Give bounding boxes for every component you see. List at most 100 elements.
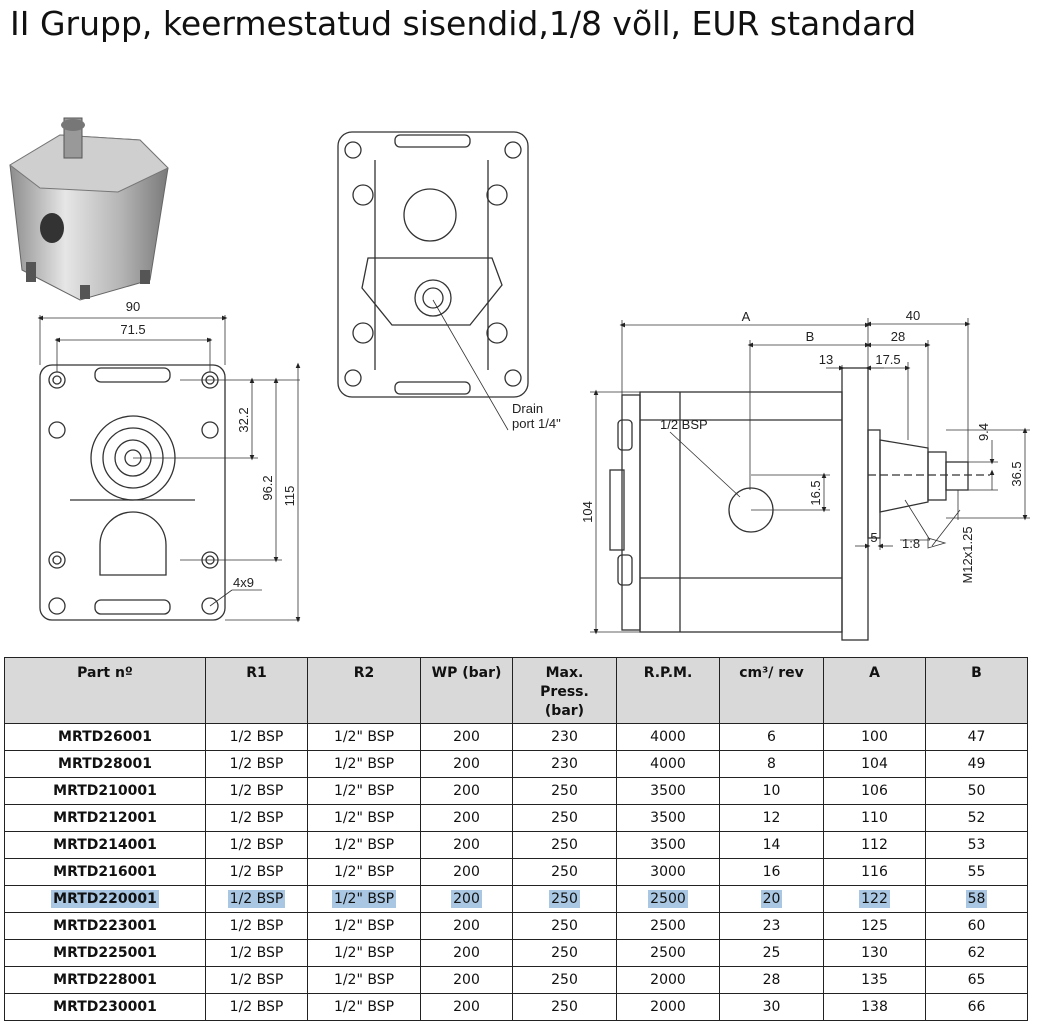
cell-text: 58 [965, 890, 988, 908]
cell-text: 1/2 BSP [229, 864, 284, 880]
cell-text: 200 [453, 972, 480, 988]
col-header-a: A [823, 657, 926, 724]
dim-17-5: 17.5 [875, 352, 900, 367]
table-header-row: Part nº R1 R2 WP (bar) Max. Press. (bar)… [4, 657, 1028, 724]
cell-text: 49 [967, 756, 986, 772]
col-header-r1: R1 [205, 657, 308, 724]
cell-displacement: 12 [719, 804, 824, 832]
cell-text: 1/2 BSP [229, 999, 284, 1015]
cell-text: MRTD210001 [53, 783, 157, 799]
cell-wp: 200 [420, 831, 513, 859]
cell-b: 49 [925, 750, 1028, 778]
cell-part: MRTD220001 [4, 885, 206, 913]
cell-text: 200 [453, 999, 480, 1015]
cell-text: 112 [861, 837, 888, 853]
cell-part: MRTD26001 [4, 723, 206, 751]
cell-part: MRTD210001 [4, 777, 206, 805]
cell-b: 50 [925, 777, 1028, 805]
cell-part: MRTD216001 [4, 858, 206, 886]
technical-drawing: 90 71.5 32.2 96.2 115 4x9 Drain port 1/4… [0, 100, 1041, 655]
front-view [39, 364, 226, 621]
cell-text: MRTD216001 [53, 864, 157, 880]
cell-r2: 1/2" BSP [307, 777, 421, 805]
cell-rpm: 4000 [616, 723, 720, 751]
pump-photo [9, 117, 169, 301]
cell-max-press: 250 [512, 939, 617, 967]
cell-a: 122 [823, 885, 926, 913]
cell-max-press: 250 [512, 804, 617, 832]
cell-text: 1/2" BSP [333, 864, 395, 880]
cell-part: MRTD28001 [4, 750, 206, 778]
cell-text: MRTD223001 [53, 918, 157, 934]
cell-displacement: 25 [719, 939, 824, 967]
cell-text: 2500 [648, 890, 688, 908]
cell-text: 55 [967, 864, 986, 880]
cell-wp: 200 [420, 993, 513, 1021]
page-title: II Grupp, keermestatud sisendid,1/8 võll… [10, 4, 917, 43]
cell-text: 200 [453, 918, 480, 934]
cell-text: MRTD230001 [53, 999, 157, 1015]
cell-b: 62 [925, 939, 1028, 967]
cell-r2: 1/2" BSP [307, 966, 421, 994]
cell-text: 116 [861, 864, 888, 880]
cell-text: MRTD228001 [53, 972, 157, 988]
cell-text: 1/2 BSP [229, 837, 284, 853]
cell-text: 200 [453, 864, 480, 880]
cell-rpm: 4000 [616, 750, 720, 778]
cell-a: 135 [823, 966, 926, 994]
cell-max-press: 250 [512, 966, 617, 994]
cell-wp: 200 [420, 939, 513, 967]
cell-r2: 1/2" BSP [307, 912, 421, 940]
cell-text: 62 [967, 945, 986, 961]
cell-displacement: 6 [719, 723, 824, 751]
cell-text: 6 [767, 729, 776, 745]
cell-r2: 1/2" BSP [307, 723, 421, 751]
cell-r2: 1/2" BSP [307, 858, 421, 886]
cell-text: 250 [551, 837, 578, 853]
cell-text: 250 [551, 810, 578, 826]
cell-text: 250 [551, 864, 578, 880]
cell-r1: 1/2 BSP [205, 885, 308, 913]
cell-text: 230 [551, 756, 578, 772]
cell-wp: 200 [420, 912, 513, 940]
label-taper: 1:8 [902, 536, 920, 551]
cell-r1: 1/2 BSP [205, 993, 308, 1021]
cell-text: 8 [767, 756, 776, 772]
cell-text: 200 [453, 756, 480, 772]
cell-text: 1/2 BSP [229, 810, 284, 826]
cell-text: 66 [967, 999, 986, 1015]
cell-text: 23 [762, 918, 781, 934]
cell-max-press: 250 [512, 831, 617, 859]
cell-b: 52 [925, 804, 1028, 832]
cell-text: MRTD214001 [53, 837, 157, 853]
cell-displacement: 30 [719, 993, 824, 1021]
cell-part: MRTD212001 [4, 804, 206, 832]
cell-text: 2000 [650, 972, 686, 988]
col-header-r2: R2 [307, 657, 421, 724]
cell-text: 30 [762, 999, 781, 1015]
cell-text: 1/2" BSP [333, 729, 395, 745]
dim-90: 90 [126, 299, 140, 314]
cell-displacement: 20 [719, 885, 824, 913]
cell-text: 25 [762, 945, 781, 961]
cell-wp: 200 [420, 804, 513, 832]
cell-r2: 1/2" BSP [307, 993, 421, 1021]
cell-text: 3500 [650, 837, 686, 853]
cell-text: 130 [861, 945, 888, 961]
cell-text: 3500 [650, 810, 686, 826]
col-header-displacement: cm³/ rev [719, 657, 824, 724]
cell-displacement: 8 [719, 750, 824, 778]
cell-text: 1/2 BSP [229, 783, 284, 799]
cell-text: 1/2" BSP [333, 972, 395, 988]
cell-text: 200 [453, 945, 480, 961]
cell-max-press: 250 [512, 993, 617, 1021]
cell-wp: 200 [420, 750, 513, 778]
cell-text: 1/2 BSP [227, 890, 286, 908]
